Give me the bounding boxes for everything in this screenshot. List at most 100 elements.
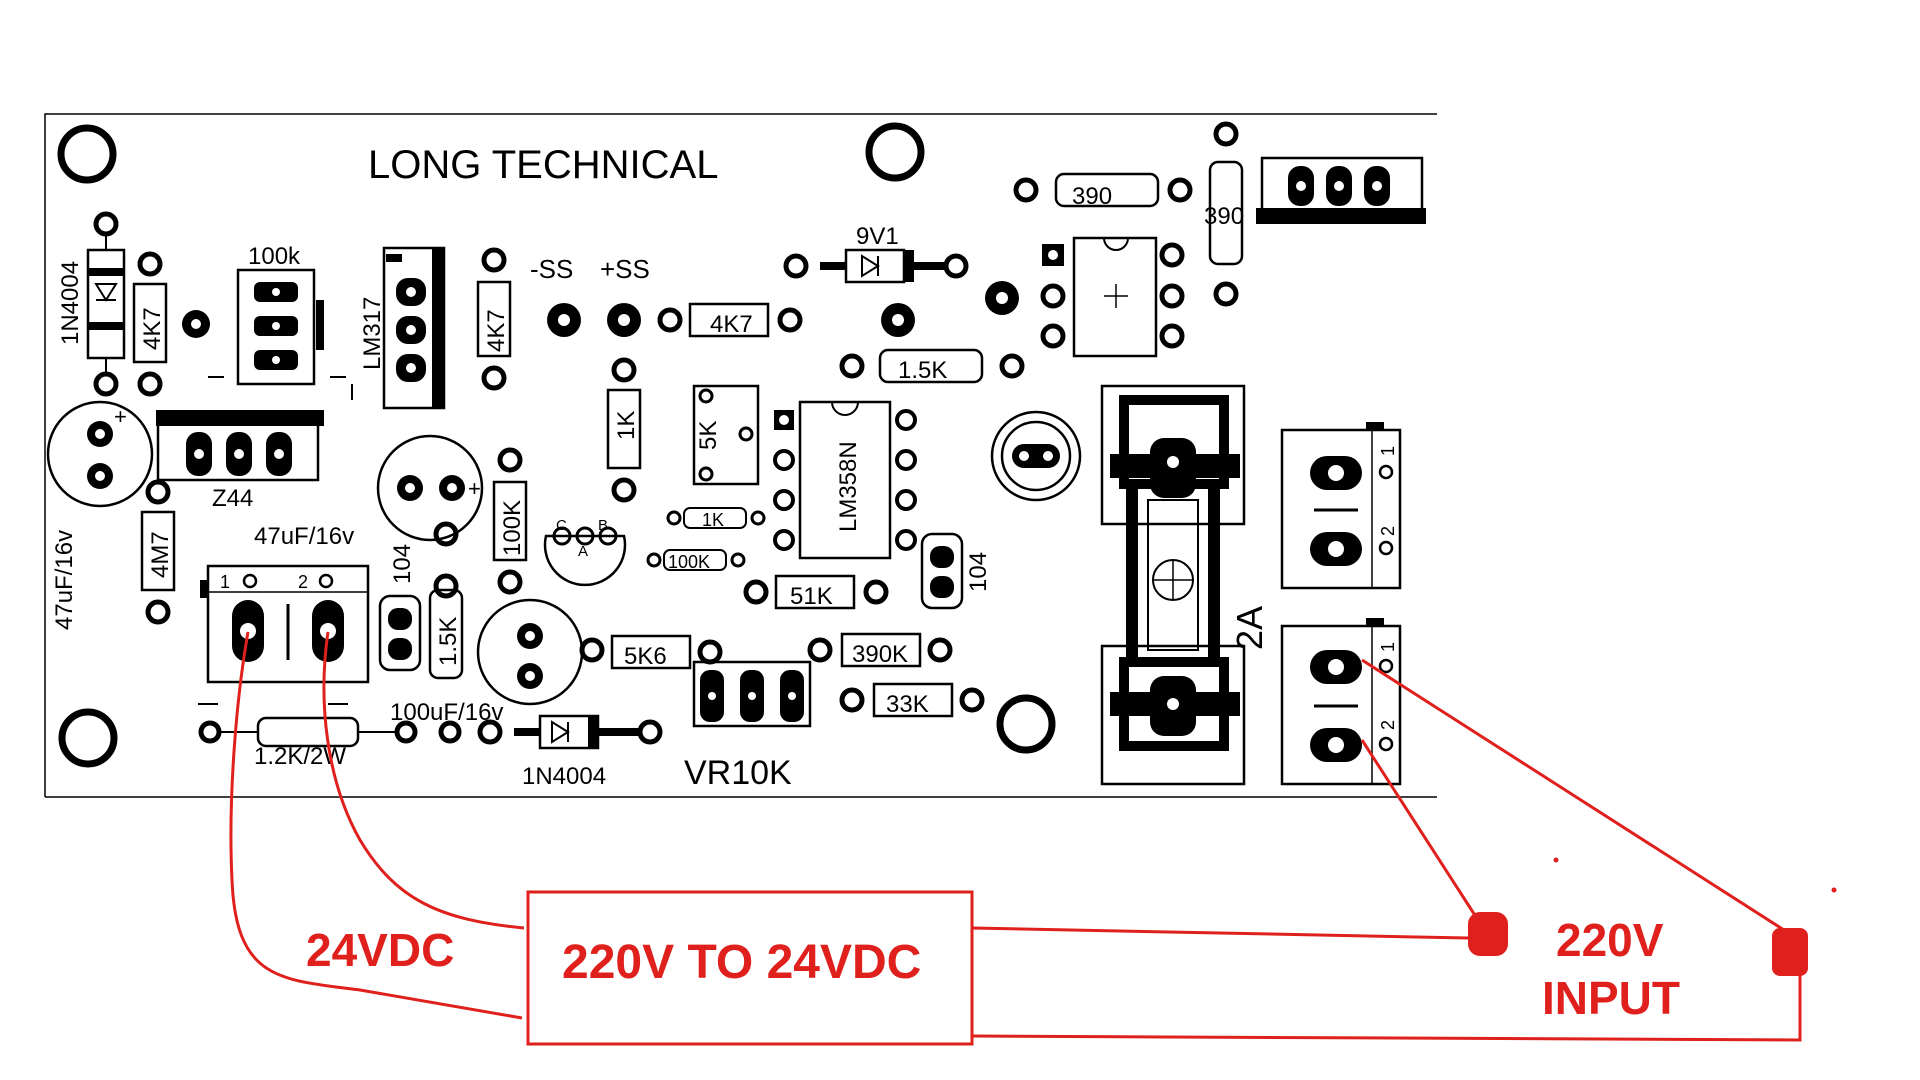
capacitor-104-b: 104 <box>920 532 992 610</box>
trimmer-5k: 5K <box>692 384 760 486</box>
c-104-a-label: 104 <box>389 544 416 584</box>
capacitor-47uf-a: + 47uF/16v <box>46 400 154 630</box>
resistor-390-b: 390 <box>1204 121 1244 307</box>
diode-d1: 1N4004 <box>57 211 126 397</box>
r-100k-label: 100K <box>499 500 526 556</box>
r-5k6-label: 5K6 <box>624 643 667 670</box>
resistor-4k7-b: 4K7 <box>476 247 512 391</box>
r-33k-label: 33K <box>886 691 929 718</box>
mounting-hole <box>57 124 117 184</box>
svg-text:+: + <box>468 476 481 501</box>
zener-label: 9V1 <box>856 223 899 250</box>
lm317-label: LM317 <box>359 297 386 370</box>
mounting-hole <box>865 122 925 182</box>
pin-c: C <box>556 517 567 534</box>
pin2-b: 2 <box>1378 526 1398 536</box>
c-47uf-b-label: 47uF/16v <box>254 523 354 550</box>
potentiometer-100k: 100k <box>236 243 324 386</box>
input-label-line2: INPUT <box>1542 972 1680 1024</box>
ac-wire-3 <box>1360 739 1480 921</box>
ac-wire-1 <box>971 926 1469 940</box>
resistor-1k5-b: 1.5K <box>428 573 464 680</box>
r-1k-b-label: 1K <box>702 510 724 530</box>
r-100k-b-label: 100K <box>668 552 710 572</box>
input-contact-1 <box>1468 912 1508 956</box>
r-390-b-label: 390 <box>1204 203 1244 230</box>
r-4k7-b-label: 4K7 <box>483 309 510 352</box>
resistor-1k5-a: 1.5K <box>839 348 1025 384</box>
pot-5k-label: 5K <box>695 421 722 450</box>
resistor-100k-b: 100K <box>646 549 746 572</box>
capacitor-104-a: 104 <box>378 544 422 672</box>
r-390-a-label: 390 <box>1072 183 1112 210</box>
ic-lm358n: LM358N <box>773 400 917 560</box>
pin2-c: 2 <box>1378 720 1398 730</box>
pcb-board: LONG TECHNICAL 1N4004 4K7 <box>44 113 1437 798</box>
r-51k-label: 51K <box>790 583 833 610</box>
resistor-4m7: 4M7 <box>140 479 176 625</box>
pin-a: A <box>578 543 588 560</box>
pin1-b: 1 <box>1378 446 1398 456</box>
r-1k5-a-label: 1.5K <box>898 357 947 384</box>
pin1-a: 1 <box>220 572 230 592</box>
mounting-hole <box>996 694 1056 754</box>
lm358-label: LM358N <box>835 441 862 532</box>
capacitor-round <box>990 410 1082 502</box>
dc-wire-1 <box>229 631 523 1020</box>
input-contact-dots <box>1468 857 1837 976</box>
input-contact-2 <box>1772 928 1808 976</box>
terminal-dc-in: 1 2 <box>200 564 370 684</box>
r-1k5-b-label: 1.5K <box>435 617 462 666</box>
r-4m7-label: 4M7 <box>147 531 174 578</box>
r-390k-label: 390K <box>852 641 908 668</box>
ic-4pin <box>1040 236 1185 358</box>
resistor-1k-b: 1K <box>666 507 766 530</box>
resistor-51k: 51K <box>743 574 889 610</box>
transistor-to92: C B A <box>543 517 627 587</box>
terminal-upper-right: 1 2 <box>1280 422 1402 590</box>
neg-ss-label: -SS <box>530 254 573 284</box>
vr10k-label: VR10K <box>684 754 792 792</box>
pos-ss-label: +SS <box>600 254 650 284</box>
transistor-top-right <box>1256 156 1426 224</box>
dc-output-label: 24VDC <box>306 924 454 976</box>
wiring-annotations <box>229 631 1802 1046</box>
c-47uf-a-label: 47uF/16v <box>51 530 78 630</box>
converter-label: 220V TO 24VDC <box>562 936 921 989</box>
c-104-b-label: 104 <box>965 552 992 592</box>
diode-d2: 1N4004 <box>477 714 663 790</box>
board-title: LONG TECHNICAL <box>368 143 718 187</box>
resistor-5k6: 5K6 <box>610 634 723 670</box>
mounting-hole <box>58 708 118 768</box>
converter-box <box>526 890 974 1046</box>
resistor-390-a: 390 <box>1013 172 1193 210</box>
capacitor-47uf-b: + 47uF/16v <box>254 434 484 550</box>
z44-label: Z44 <box>212 485 253 512</box>
ac-wire-4 <box>1361 658 1785 932</box>
potentiometer-vr10k: VR10K <box>684 660 812 792</box>
pot-100k-label: 100k <box>248 243 301 270</box>
zener-9v1: 9V1 <box>783 223 969 284</box>
terminal-ac-in: 1 2 <box>1280 618 1402 786</box>
d2-label: 1N4004 <box>522 763 606 790</box>
resistor-4k7-c: 4K7 <box>657 302 803 338</box>
resistor-1k-a: 1K <box>606 357 642 503</box>
dc-wire-2 <box>322 631 525 930</box>
resistor-33k: 33K <box>839 682 985 718</box>
input-label-line1: 220V <box>1556 914 1664 966</box>
d1-label: 1N4004 <box>57 261 84 345</box>
regulator-lm317: LM317 <box>359 246 446 410</box>
pin-b: B <box>598 517 608 534</box>
svg-text:+: + <box>114 404 127 429</box>
resistor-100k: 100K <box>492 447 528 595</box>
resistor-4k7-a: 4K7 <box>132 251 168 397</box>
mosfet-z44: Z44 <box>156 410 324 512</box>
r-4k7-a-label: 4K7 <box>139 307 166 350</box>
pin2-a: 2 <box>298 572 308 592</box>
resistor-390k: 390K <box>807 632 953 668</box>
ac-wire-2 <box>971 960 1802 1042</box>
r-1k-a-label: 1K <box>613 411 640 440</box>
r-4k7-c-label: 4K7 <box>710 311 753 338</box>
pin1-c: 1 <box>1378 642 1398 652</box>
